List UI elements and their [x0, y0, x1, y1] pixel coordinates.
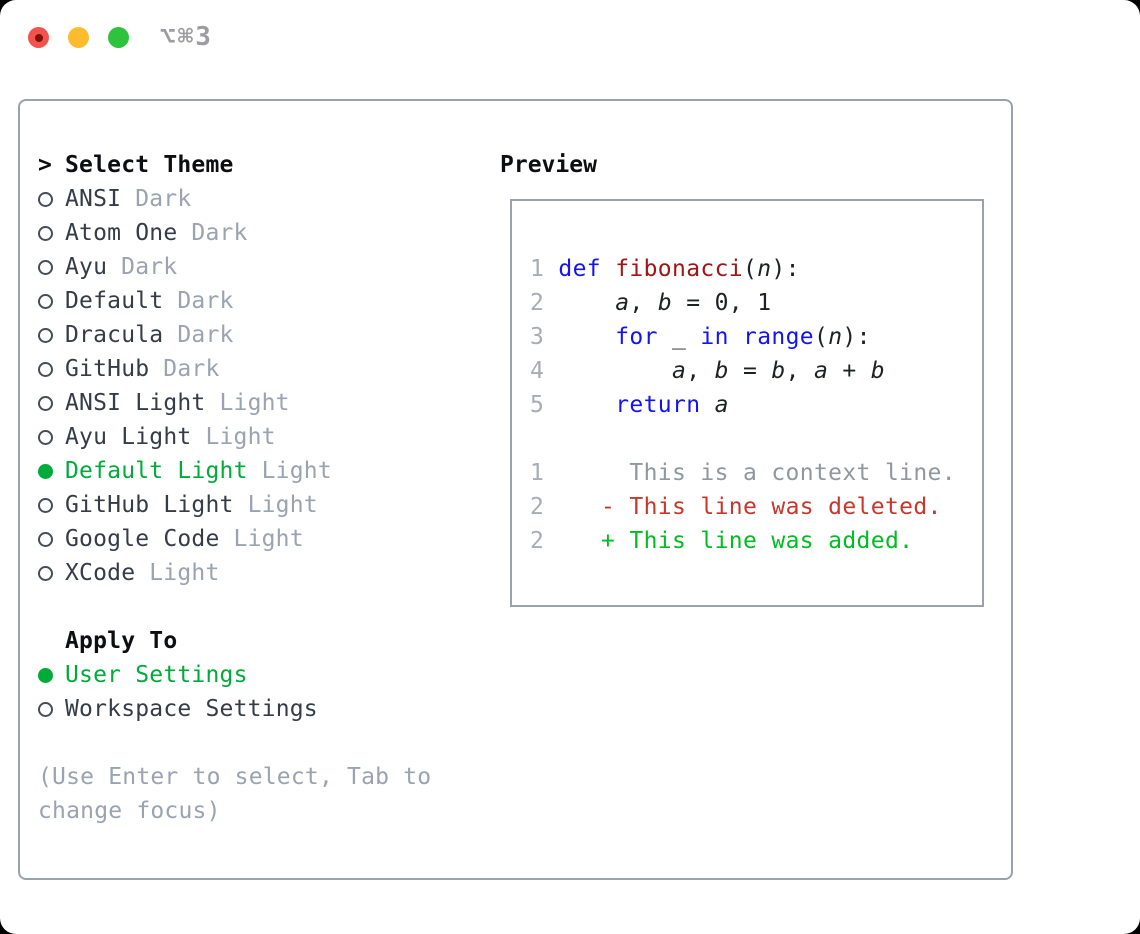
option-label: Google Code [65, 526, 220, 552]
preview-code-line: 2 + This line was added. [530, 528, 914, 554]
theme-variant-label: Light [205, 424, 276, 450]
theme-variant-label: Dark [177, 322, 234, 348]
theme-item[interactable]: ANSI Dark [38, 182, 488, 216]
radio-selected-icon [38, 463, 53, 479]
theme-variant-label: Dark [135, 186, 192, 212]
theme-variant-label: Light [261, 458, 332, 484]
radio-icon [38, 191, 53, 207]
apply-option[interactable]: User Settings [38, 658, 488, 692]
radio-icon [38, 293, 53, 309]
preview-code-line [530, 422, 962, 456]
select-theme-header: > Select Theme [38, 148, 488, 182]
theme-variant-label: Dark [191, 220, 248, 246]
theme-item[interactable]: Google Code Light [38, 522, 488, 556]
radio-icon [38, 395, 53, 411]
radio-icon [38, 429, 53, 445]
apply-to-title: Apply To [65, 628, 178, 654]
preview-code-line: 2 a, b = 0, 1 [530, 290, 772, 316]
radio-icon [38, 531, 53, 547]
theme-item[interactable]: GitHub Dark [38, 352, 488, 386]
radio-icon [38, 225, 53, 241]
spacer [38, 590, 488, 624]
theme-item[interactable]: Default Light Light [38, 454, 488, 488]
theme-item[interactable]: Atom One Dark [38, 216, 488, 250]
option-label: GitHub [65, 356, 150, 382]
unsaved-dot-icon [34, 33, 43, 42]
preview-code-line: 1 This is a context line. [530, 460, 956, 486]
theme-item[interactable]: GitHub Light Light [38, 488, 488, 522]
option-label: GitHub Light [65, 492, 234, 518]
theme-item[interactable]: Ayu Dark [38, 250, 488, 284]
radio-selected-icon [38, 667, 53, 683]
theme-item[interactable]: ANSI Light Light [38, 386, 488, 420]
radio-icon [38, 565, 53, 581]
option-label: ANSI Light [65, 390, 206, 416]
theme-variant-label: Light [149, 560, 220, 586]
option-label: Atom One [65, 220, 178, 246]
preview-code-line: 2 - This line was deleted. [530, 494, 942, 520]
option-label: Ayu [65, 254, 108, 280]
option-label: Ayu Light [65, 424, 192, 450]
radio-icon [38, 497, 53, 513]
option-label: Dracula [65, 322, 164, 348]
radio-icon [38, 259, 53, 275]
theme-list-title: Select Theme [65, 152, 234, 178]
radio-icon [38, 327, 53, 343]
focus-marker: > [38, 152, 53, 178]
theme-variant-label: Dark [163, 356, 220, 382]
option-label: Workspace Settings [65, 696, 318, 722]
radio-icon [38, 701, 53, 717]
theme-item[interactable]: Dracula Dark [38, 318, 488, 352]
minimize-button[interactable] [68, 27, 89, 48]
theme-variant-label: Light [233, 526, 304, 552]
preview-code-line: 4 a, b = b, a + b [530, 358, 885, 384]
option-label: Default Light [65, 458, 248, 484]
theme-item[interactable]: Default Dark [38, 284, 488, 318]
theme-variant-label: Light [247, 492, 318, 518]
titlebar: ⌥⌘3 [0, 0, 1140, 76]
hint-text: (Use Enter to select, Tab to change focu… [38, 764, 432, 824]
radio-icon [38, 361, 53, 377]
preview-code-line: 5 return a [530, 392, 729, 418]
theme-item[interactable]: Ayu Light Light [38, 420, 488, 454]
preview-code-box: 1 def fibonacci(n): 2 a, b = 0, 1 3 for _ … [510, 199, 984, 607]
theme-item[interactable]: XCode Light [38, 556, 488, 590]
theme-variant-label: Dark [121, 254, 178, 280]
preview-title: Preview [500, 152, 597, 178]
window-shortcut: ⌥⌘3 [160, 22, 213, 52]
option-label: User Settings [65, 662, 248, 688]
option-label: ANSI [65, 186, 122, 212]
maximize-button[interactable] [108, 27, 129, 48]
option-label: XCode [65, 560, 136, 586]
theme-variant-label: Light [219, 390, 290, 416]
apply-to-header: Apply To [38, 624, 488, 658]
option-label: Default [65, 288, 164, 314]
spacer [38, 726, 488, 760]
apply-option[interactable]: Workspace Settings [38, 692, 488, 726]
close-button[interactable] [28, 27, 49, 48]
theme-variant-label: Dark [177, 288, 234, 314]
preview-code-line: 3 for _ in range(n): [530, 324, 871, 350]
preview-code-line: 1 def fibonacci(n): [530, 256, 800, 282]
